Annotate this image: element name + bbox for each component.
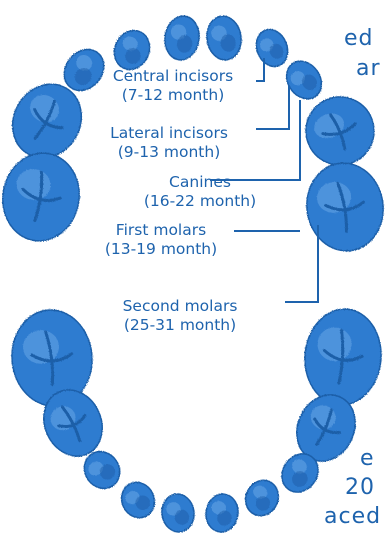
label-central-incisors: Central incisors (7-12 month): [108, 67, 238, 105]
label-first-molars: First molars (13-19 month): [98, 221, 224, 259]
tooth-upper-central-left: [162, 14, 202, 62]
tooth-upper-canine-right: [279, 54, 328, 105]
label-lateral-incisors: Lateral incisors (9-13 month): [103, 124, 235, 162]
leader-canines-v: [299, 100, 301, 181]
label-first-molars-age: (13-19 month): [98, 240, 224, 259]
tooth-upper-second-molar-left: [0, 147, 86, 247]
label-second-molars-age: (25-31 month): [110, 316, 250, 335]
label-lateral-incisors-age: (9-13 month): [103, 143, 235, 162]
label-central-incisors-name: Central incisors: [108, 67, 238, 86]
label-canines-name: Canines: [135, 173, 265, 192]
side-text-bottom-1: e: [360, 446, 375, 471]
tooth-upper-lateral-right: [251, 25, 293, 71]
leader-lateral-incisors-v: [288, 86, 290, 130]
side-text-bottom-3: aced: [324, 504, 381, 529]
tooth-lower-second-molar-right: [301, 306, 385, 408]
tooth-lower-central-right: [204, 492, 241, 534]
tooth-lower-lateral-right: [240, 475, 284, 521]
tooth-upper-second-molar-right: [301, 158, 387, 256]
tooth-lower-central-left: [160, 492, 197, 534]
label-canines-age: (16-22 month): [135, 192, 265, 211]
leader-lateral-incisors-h: [256, 128, 289, 130]
tooth-upper-central-right: [204, 14, 244, 62]
label-central-incisors-age: (7-12 month): [108, 86, 238, 105]
leader-first-molars: [234, 230, 300, 232]
side-text-bottom-2: 20: [345, 475, 375, 500]
label-second-molars: Second molars (25-31 month): [110, 297, 250, 335]
side-text-top-2: ar: [356, 56, 381, 81]
leader-second-molars-h: [285, 301, 318, 303]
label-second-molars-name: Second molars: [110, 297, 250, 316]
side-text-top-1: ed: [344, 26, 374, 51]
label-first-molars-name: First molars: [98, 221, 224, 240]
leader-canines-h: [210, 179, 300, 181]
leader-second-molars-v: [317, 225, 319, 303]
leader-central-incisors-v: [263, 58, 265, 82]
tooth-upper-first-molar-right: [296, 87, 383, 174]
label-lateral-incisors-name: Lateral incisors: [103, 124, 235, 143]
tooth-lower-lateral-left: [116, 477, 160, 523]
